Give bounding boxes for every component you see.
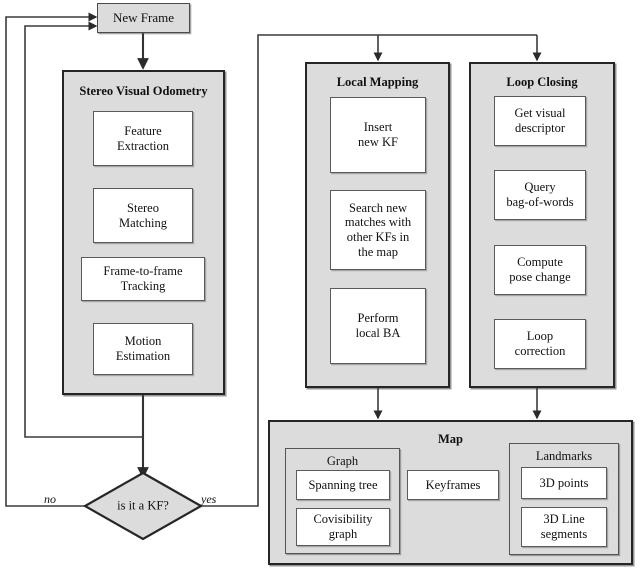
node-feature-extraction[interactable]: Feature Extraction xyxy=(93,111,193,166)
node-compute-pose-change[interactable]: Compute pose change xyxy=(494,245,586,295)
query-bag-of-words-line1: Query xyxy=(524,180,556,195)
stereo-matching-line2: Matching xyxy=(119,215,167,230)
search-new-matches-line4: the map xyxy=(358,244,398,259)
svo-title: Stereo Visual Odometry xyxy=(79,84,208,98)
motion-estimation-line1: Motion xyxy=(124,334,162,349)
feature-extraction-line1: Feature xyxy=(124,123,162,138)
node-decision-is-it-a-kf[interactable]: is it a KF? xyxy=(82,471,204,541)
node-search-new-matches[interactable]: Search new matches with other KFs in the… xyxy=(330,190,426,270)
graph-title: Graph xyxy=(326,454,359,468)
landmarks-title: Landmarks xyxy=(535,449,593,463)
node-query-bag-of-words[interactable]: Query bag-of-words xyxy=(494,170,586,220)
get-visual-descriptor-line1: Get visual xyxy=(514,106,566,121)
loop-correction-line2: correction xyxy=(514,344,566,358)
feature-extraction-line2: Extraction xyxy=(116,138,170,153)
map-title: Map xyxy=(438,432,463,446)
node-perform-local-ba[interactable]: Perform local BA xyxy=(330,288,426,364)
local-mapping-title: Local Mapping xyxy=(336,75,419,89)
perform-local-ba-line2: local BA xyxy=(355,326,401,340)
motion-estimation-line2: Estimation xyxy=(115,349,171,363)
node-stereo-matching[interactable]: Stereo Matching xyxy=(93,188,193,243)
node-get-visual-descriptor[interactable]: Get visual descriptor xyxy=(494,96,586,146)
3d-points-label: 3D points xyxy=(539,475,589,490)
compute-pose-change-line1: Compute xyxy=(517,255,563,270)
insert-new-kf-line2: new KF xyxy=(358,135,398,149)
diamond-shape xyxy=(82,471,204,541)
keyframes-label: Keyframes xyxy=(425,477,481,492)
loop-correction-line1: Loop xyxy=(526,329,554,344)
frame-to-frame-tracking-line2: Tracking xyxy=(120,279,166,293)
node-3d-points[interactable]: 3D points xyxy=(521,467,607,499)
frame-to-frame-tracking-line1: Frame-to-frame xyxy=(103,264,183,279)
get-visual-descriptor-line2: descriptor xyxy=(515,121,565,135)
spanning-tree-label: Spanning tree xyxy=(308,477,378,492)
insert-new-kf-line1: Insert xyxy=(363,120,393,135)
node-new-frame[interactable]: New Frame xyxy=(97,3,190,33)
node-keyframes[interactable]: Keyframes xyxy=(407,470,499,500)
node-insert-new-kf[interactable]: Insert new KF xyxy=(330,97,426,173)
new-frame-label: New Frame xyxy=(112,10,174,26)
edge-label-yes: yes xyxy=(201,492,217,506)
node-loop-correction[interactable]: Loop correction xyxy=(494,319,586,369)
search-new-matches-line1: Search new xyxy=(349,200,407,215)
stereo-matching-line1: Stereo xyxy=(127,200,159,215)
covisibility-graph-line2: graph xyxy=(328,527,358,541)
3d-line-segments-line1: 3D Line xyxy=(543,512,585,527)
perform-local-ba-line1: Perform xyxy=(357,311,399,326)
search-new-matches-line3: other KFs in xyxy=(346,230,410,244)
node-spanning-tree[interactable]: Spanning tree xyxy=(296,470,390,500)
search-new-matches-line2: matches with xyxy=(344,215,412,230)
node-motion-estimation[interactable]: Motion Estimation xyxy=(93,323,193,375)
compute-pose-change-line2: pose change xyxy=(509,270,571,284)
node-frame-to-frame-tracking[interactable]: Frame-to-frame Tracking xyxy=(81,257,205,301)
node-covisibility-graph[interactable]: Covisibility graph xyxy=(296,508,390,546)
query-bag-of-words-line2: bag-of-words xyxy=(506,195,574,209)
edge-label-no: no xyxy=(44,492,56,506)
covisibility-graph-line1: Covisibility xyxy=(313,512,373,527)
node-3d-line-segments[interactable]: 3D Line segments xyxy=(521,507,607,547)
loop-closing-title: Loop Closing xyxy=(506,75,578,89)
3d-line-segments-line2: segments xyxy=(540,527,588,541)
